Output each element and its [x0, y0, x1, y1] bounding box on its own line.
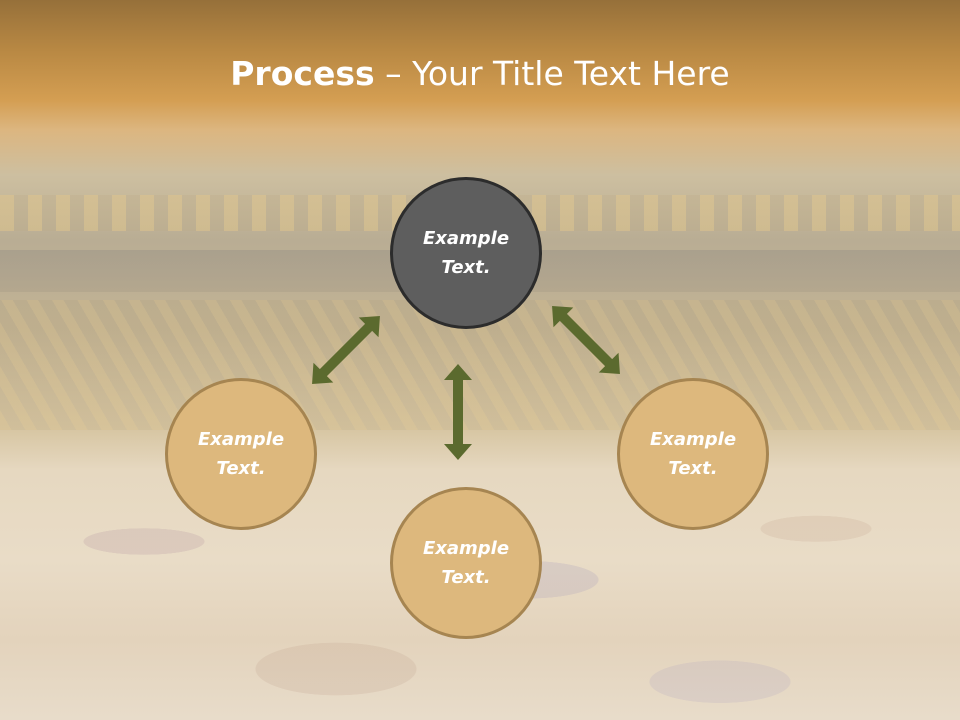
process-node-top[interactable]: Example Text.: [390, 177, 542, 329]
slide-title: Process – Your Title Text Here: [0, 52, 960, 96]
arrow-top-right: [552, 306, 620, 374]
title-rest: – Your Title Text Here: [374, 54, 730, 93]
node-right-line2: Text.: [668, 458, 718, 479]
node-top-text: Example Text.: [406, 224, 526, 282]
node-left-text: Example Text.: [181, 425, 301, 483]
node-bottom-text: Example Text.: [406, 534, 526, 592]
node-top-line1: Example: [422, 228, 510, 249]
node-top-line2: Text.: [441, 257, 491, 278]
arrow-vertical: [444, 364, 472, 460]
process-node-left[interactable]: Example Text.: [165, 378, 317, 530]
node-left-line1: Example: [197, 429, 285, 450]
process-node-right[interactable]: Example Text.: [617, 378, 769, 530]
node-right-line1: Example: [649, 429, 737, 450]
node-right-text: Example Text.: [633, 425, 753, 483]
node-left-line2: Text.: [216, 458, 266, 479]
node-bottom-line2: Text.: [441, 567, 491, 588]
arrow-top-left: [312, 316, 380, 384]
title-bold: Process: [230, 54, 375, 93]
process-node-bottom[interactable]: Example Text.: [390, 487, 542, 639]
node-bottom-line1: Example: [422, 538, 510, 559]
